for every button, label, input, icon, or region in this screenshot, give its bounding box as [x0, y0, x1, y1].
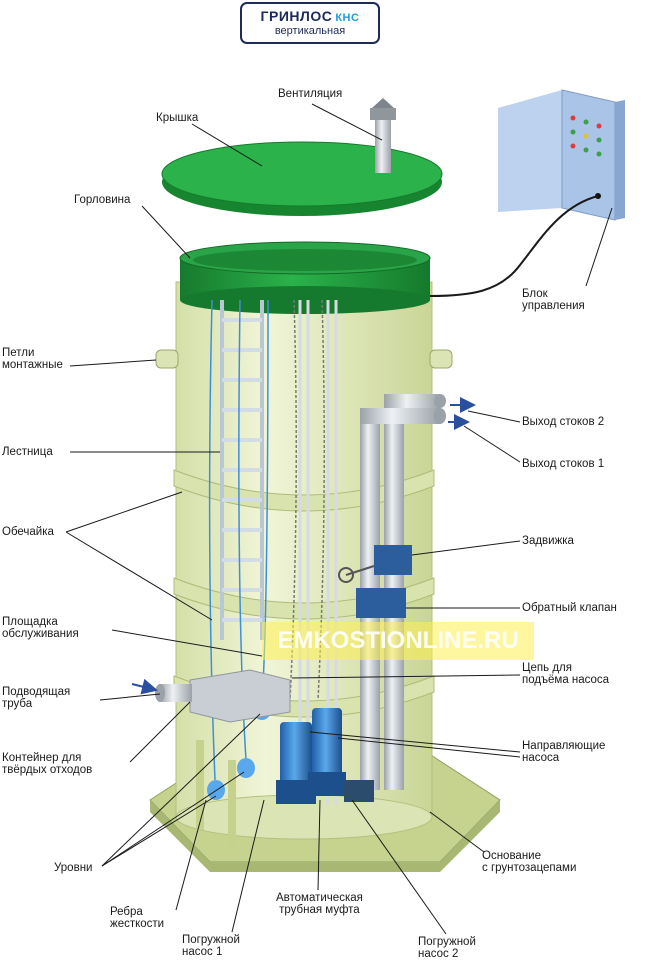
mounting-loops — [155, 349, 453, 369]
label-service-platform: Площадка обслуживания — [2, 616, 79, 640]
label-ventilation: Вентиляция — [278, 88, 343, 100]
label-solids-container: Контейнер для твёрдых отходов — [2, 752, 93, 776]
check-valve — [356, 588, 406, 618]
label-levels: Уровни — [54, 862, 93, 874]
label-ladder: Лестница — [2, 446, 53, 458]
label-lifting-chain: Цепь для подъёма насоса — [522, 662, 610, 686]
label-pump-1: Погружной насос 1 — [182, 934, 240, 958]
control-unit-cabinet — [498, 89, 625, 221]
brand-name: ГРИНЛОС — [260, 8, 333, 24]
submersible-pumps — [276, 708, 374, 804]
stiffening-ribs — [196, 740, 236, 850]
label-inlet-pipe: Подводящая труба — [2, 686, 71, 710]
inlet-pipe — [155, 684, 192, 702]
solids-container — [189, 669, 291, 723]
label-base: Основание с грунтозацепами — [482, 850, 577, 874]
label-neck: Горловина — [74, 194, 131, 206]
label-shell: Обечайка — [2, 526, 54, 538]
label-outlet-1: Выход стоков 1 — [522, 458, 605, 470]
label-gate-valve: Задвижка — [522, 535, 574, 547]
ventilation-pipe — [370, 98, 396, 173]
label-outlet-2: Выход стоков 2 — [522, 416, 605, 428]
leader-lines — [65, 103, 613, 935]
control-cable — [429, 195, 599, 297]
lid — [161, 141, 443, 216]
gate-valve — [338, 545, 412, 583]
model-name: КНС — [335, 12, 360, 24]
label-ribs: Ребра жесткости — [110, 906, 165, 930]
watermark: EMKOSTIONLINE.RU — [262, 622, 534, 660]
ladder — [220, 300, 264, 640]
neck — [179, 241, 431, 314]
label-control-unit: Блок управления — [522, 288, 585, 312]
label-check-valve: Обратный клапан — [522, 602, 617, 614]
outlet-arrows — [131, 397, 476, 695]
label-coupling: Автоматическая трубная муфта — [276, 892, 363, 916]
label-pump-2: Погружной насос 2 — [418, 936, 476, 960]
label-lid: Крышка — [156, 112, 199, 124]
product-subtitle: вертикальная — [274, 25, 346, 37]
label-mounting-loops: Петли монтажные — [2, 347, 63, 371]
label-pump-guides: Направляющие насоса — [522, 740, 606, 764]
